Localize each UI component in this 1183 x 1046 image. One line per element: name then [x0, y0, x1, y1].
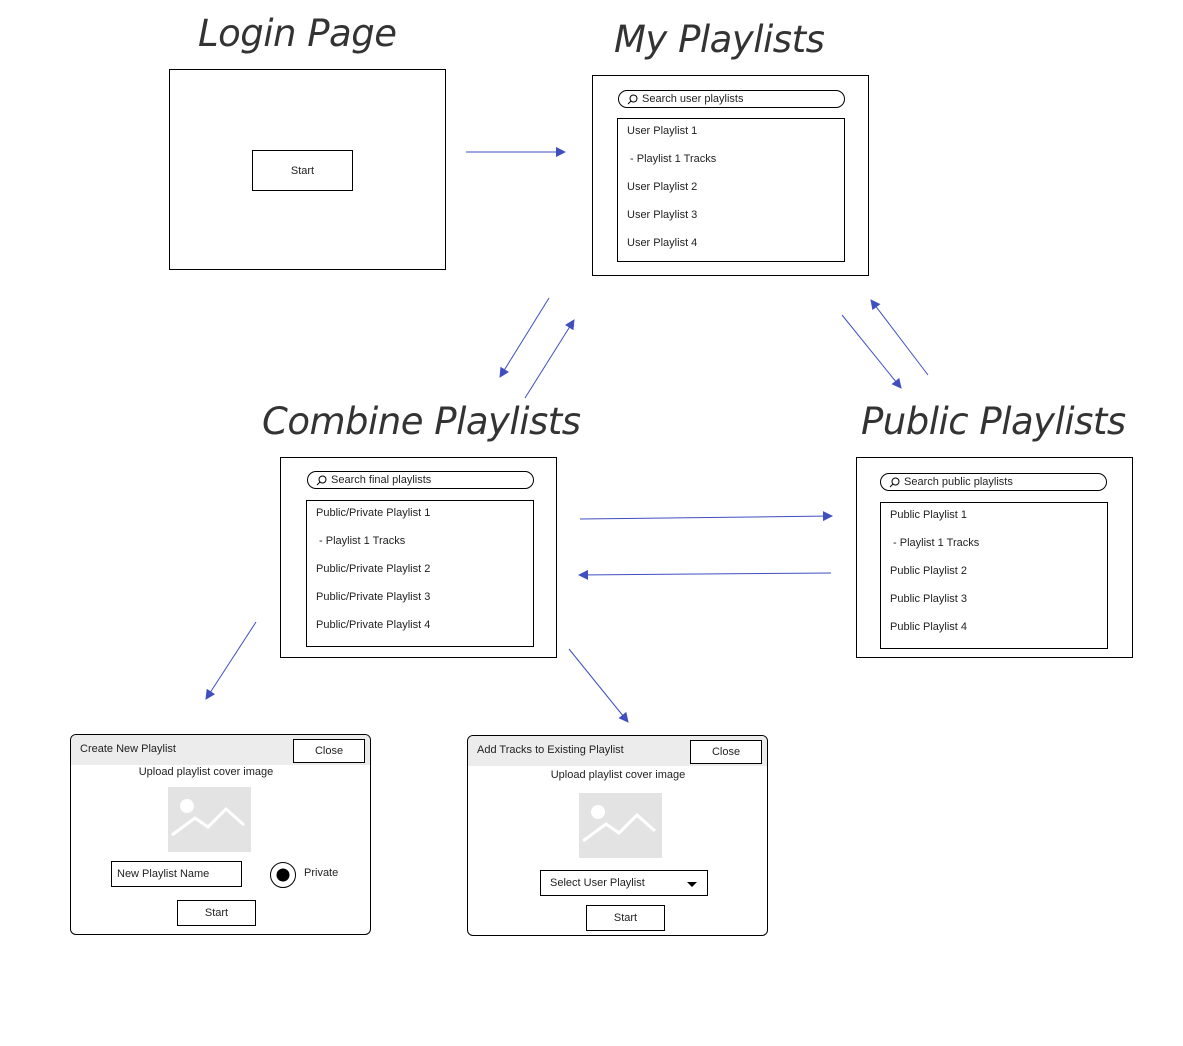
combine-playlists-title: Combine Playlists: [262, 400, 581, 443]
add-tracks-start-button[interactable]: Start: [586, 905, 665, 931]
cover-image-upload[interactable]: [579, 793, 662, 858]
arrow-my-to-combine: [499, 297, 550, 378]
login-start-button[interactable]: Start: [252, 150, 353, 191]
list-item[interactable]: User Playlist 1: [627, 125, 698, 137]
image-placeholder-icon: [171, 799, 245, 837]
list-item[interactable]: Public/Private Playlist 1: [316, 507, 431, 519]
search-placeholder: Search final playlists: [331, 474, 432, 486]
close-button[interactable]: Close: [690, 740, 762, 764]
login-page-frame: Start: [169, 69, 446, 270]
list-item[interactable]: Public/Private Playlist 2: [316, 563, 431, 575]
public-search-input[interactable]: Search public playlists: [880, 473, 1107, 491]
upload-caption: Upload playlist cover image: [138, 766, 274, 778]
list-item[interactable]: Public Playlist 2: [890, 565, 968, 577]
upload-caption: Upload playlist cover image: [550, 769, 686, 781]
search-placeholder: Search public playlists: [904, 476, 1013, 488]
list-item[interactable]: - Playlist 1 Tracks: [316, 535, 406, 547]
public-playlists-list: Public Playlist 1 - Playlist 1 Tracks Pu…: [880, 502, 1108, 649]
arrow-combine-to-public: [579, 511, 833, 522]
arrow-public-to-combine: [578, 569, 832, 580]
my-playlists-list: User Playlist 1 - Playlist 1 Tracks User…: [617, 118, 845, 262]
cover-image-upload[interactable]: [168, 787, 251, 852]
arrow-public-to-my: [870, 299, 929, 376]
public-playlists-title: Public Playlists: [861, 400, 1126, 443]
my-playlists-search-input[interactable]: Search user playlists: [618, 90, 845, 108]
add-tracks-dialog: Add Tracks to Existing Playlist Close Up…: [467, 735, 768, 936]
dialog-title: Add Tracks to Existing Playlist: [477, 744, 624, 756]
select-user-playlist-dropdown[interactable]: Select User Playlist: [540, 870, 708, 896]
radio-selected-icon: [270, 862, 296, 888]
my-playlists-title: My Playlists: [614, 18, 825, 61]
arrow-combine-to-create: [205, 621, 257, 700]
list-item[interactable]: Public/Private Playlist 3: [316, 591, 431, 603]
dropdown-caret-icon: [687, 882, 697, 887]
image-placeholder-icon: [582, 805, 656, 843]
select-value: Select User Playlist: [550, 877, 645, 889]
search-placeholder: Search user playlists: [642, 93, 744, 105]
search-icon: [627, 94, 638, 104]
list-item[interactable]: - Playlist 1 Tracks: [890, 537, 980, 549]
list-item[interactable]: User Playlist 2: [627, 181, 698, 193]
login-page-title: Login Page: [198, 12, 397, 55]
combine-search-input[interactable]: Search final playlists: [307, 471, 534, 489]
arrow-my-to-public: [841, 314, 902, 389]
arrow-combine-to-add-tracks: [568, 648, 629, 723]
dialog-title: Create New Playlist: [80, 743, 176, 755]
combine-playlists-frame: Search final playlists Public/Private Pl…: [280, 457, 557, 658]
create-start-button[interactable]: Start: [177, 900, 256, 926]
private-label: Private: [304, 867, 339, 879]
create-playlist-dialog: Create New Playlist Close Upload playlis…: [70, 734, 371, 935]
public-playlists-frame: Search public playlists Public Playlist …: [856, 457, 1133, 658]
search-icon: [316, 475, 327, 485]
list-item[interactable]: User Playlist 4: [627, 237, 698, 249]
list-item[interactable]: Public Playlist 3: [890, 593, 968, 605]
arrow-combine-to-my: [524, 319, 575, 399]
list-item[interactable]: Public/Private Playlist 4: [316, 619, 431, 631]
close-button[interactable]: Close: [293, 739, 365, 763]
list-item[interactable]: Public Playlist 1: [890, 509, 968, 521]
private-radio[interactable]: [269, 861, 297, 889]
my-playlists-frame: Search user playlists User Playlist 1 - …: [592, 75, 869, 276]
list-item[interactable]: Public Playlist 4: [890, 621, 968, 633]
playlist-name-field[interactable]: New Playlist Name: [111, 861, 242, 887]
list-item[interactable]: User Playlist 3: [627, 209, 698, 221]
combine-playlists-list: Public/Private Playlist 1 - Playlist 1 T…: [306, 500, 534, 647]
search-icon: [889, 477, 900, 487]
list-item[interactable]: - Playlist 1 Tracks: [627, 153, 717, 165]
